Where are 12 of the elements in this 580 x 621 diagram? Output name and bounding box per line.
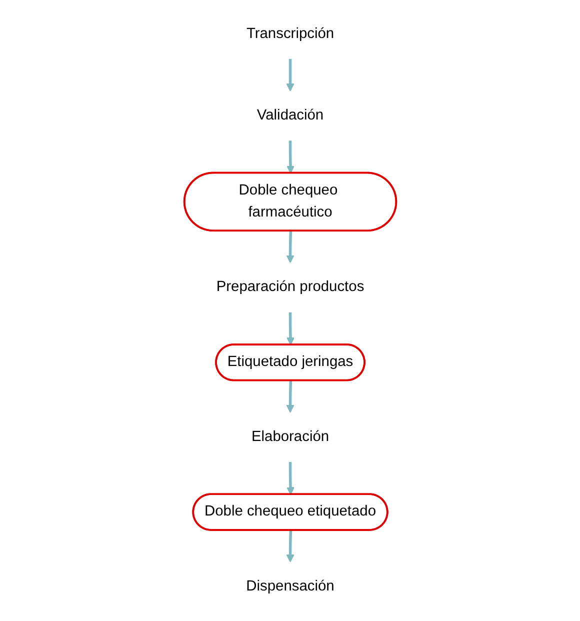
arrow — [286, 58, 294, 92]
arrow — [286, 530, 294, 562]
node-text: Elaboración — [251, 428, 329, 445]
node-text: Dispensación — [246, 578, 334, 594]
node-text: Preparación productos — [216, 279, 364, 295]
arrow — [286, 462, 294, 495]
node-text: Validación — [256, 108, 324, 124]
arrow — [286, 140, 294, 174]
arrow — [286, 380, 294, 413]
arrow — [286, 312, 294, 346]
node-text: Transcripción — [246, 26, 334, 42]
arrow — [286, 231, 294, 264]
